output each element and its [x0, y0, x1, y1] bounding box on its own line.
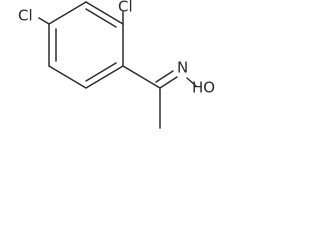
bond-ring-to-imine-carbon [122, 65, 161, 89]
ring-bond-c5-c6 [48, 65, 87, 89]
chlorine-left-label: Cl [18, 7, 33, 25]
ring-bond-c2-c3 [85, 1, 124, 25]
bond-n-o [186, 77, 197, 87]
hydroxyl-label: HO [192, 79, 215, 97]
ring-bond-c4-c5 [85, 65, 124, 89]
bond-c-n-double-2 [155, 70, 174, 83]
ring-bond-c1-c2 [48, 1, 87, 25]
chlorine-right-label: Cl [118, 0, 133, 16]
ring-inner-double-bottom [85, 62, 117, 82]
ring-inner-double-top [85, 8, 117, 28]
bond-to-left-cl [38, 17, 50, 25]
nitrogen-label: N [177, 59, 188, 77]
chemical-structure: Cl Cl N HO [18, 0, 215, 129]
bond-c-n-double-1 [159, 76, 178, 89]
